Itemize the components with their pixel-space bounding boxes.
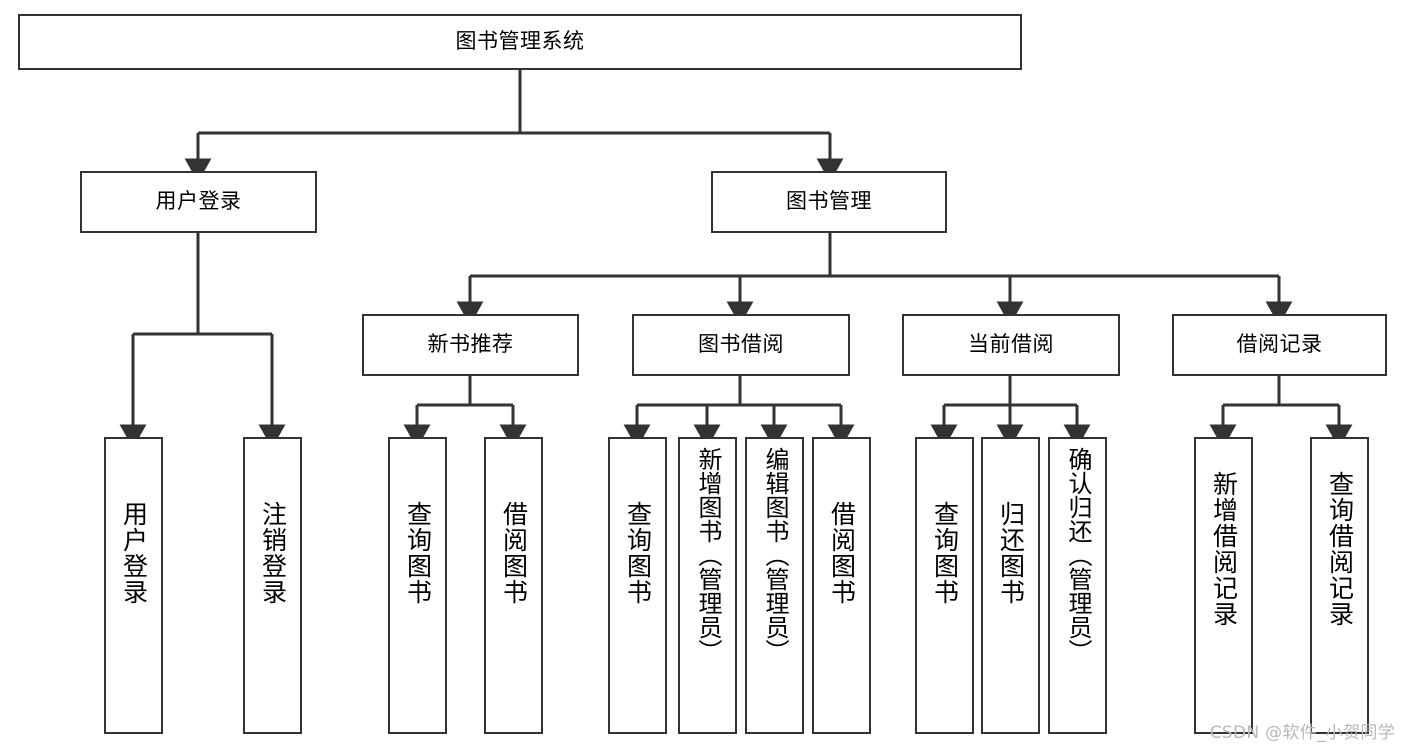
node-leaf-logout-label: 注销登录 — [258, 501, 288, 605]
node-leaf-borrow-book-1-label: 借阅图书 — [499, 501, 529, 605]
node-leaf-borrow-book-2[interactable]: 借阅图书 — [812, 437, 871, 734]
node-leaf-query-book-3-label: 查询图书 — [930, 501, 960, 605]
node-new-book-recommend-label: 新书推荐 — [427, 332, 514, 357]
node-leaf-query-book-3[interactable]: 查询图书 — [915, 437, 974, 734]
node-current-borrow[interactable]: 当前借阅 — [902, 314, 1120, 376]
node-leaf-query-borrow-record-label: 查询借阅记录 — [1325, 471, 1355, 627]
node-leaf-confirm-return-admin-label: 确认归还（管理员） — [1063, 447, 1092, 663]
node-leaf-borrow-book-2-label: 借阅图书 — [827, 501, 857, 605]
node-book-borrow[interactable]: 图书借阅 — [632, 314, 850, 376]
node-root-label: 图书管理系统 — [455, 29, 585, 54]
node-current-borrow-label: 当前借阅 — [968, 332, 1054, 357]
node-user-login-label: 用户登录 — [155, 189, 242, 214]
node-leaf-query-book-2-label: 查询图书 — [623, 501, 653, 605]
node-leaf-query-book-2[interactable]: 查询图书 — [608, 437, 667, 734]
node-leaf-confirm-return-admin[interactable]: 确认归还（管理员） — [1048, 437, 1107, 734]
node-leaf-borrow-book-1[interactable]: 借阅图书 — [484, 437, 543, 734]
node-book-management[interactable]: 图书管理 — [711, 171, 947, 233]
node-leaf-edit-book-admin-label: 编辑图书（管理员） — [760, 447, 789, 663]
watermark-text: CSDN @软件_小贺同学 — [1209, 723, 1395, 743]
node-leaf-query-book-1[interactable]: 查询图书 — [388, 437, 447, 734]
node-new-book-recommend[interactable]: 新书推荐 — [362, 314, 579, 376]
node-borrow-record-label: 借阅记录 — [1236, 332, 1323, 357]
node-borrow-record[interactable]: 借阅记录 — [1172, 314, 1387, 376]
node-leaf-user-login-label: 用户登录 — [119, 501, 149, 605]
node-leaf-return-book-label: 归还图书 — [996, 501, 1026, 605]
node-leaf-user-login[interactable]: 用户登录 — [104, 437, 163, 734]
node-leaf-add-borrow-record-label: 新增借阅记录 — [1209, 471, 1239, 627]
node-leaf-add-book-admin[interactable]: 新增图书（管理员） — [678, 437, 737, 734]
node-leaf-logout[interactable]: 注销登录 — [243, 437, 302, 734]
node-user-login[interactable]: 用户登录 — [80, 171, 317, 233]
node-leaf-query-borrow-record[interactable]: 查询借阅记录 — [1310, 437, 1369, 734]
node-leaf-return-book[interactable]: 归还图书 — [981, 437, 1040, 734]
node-leaf-add-borrow-record[interactable]: 新增借阅记录 — [1194, 437, 1253, 734]
node-root[interactable]: 图书管理系统 — [18, 14, 1022, 70]
node-leaf-edit-book-admin[interactable]: 编辑图书（管理员） — [745, 437, 804, 734]
node-book-borrow-label: 图书借阅 — [698, 332, 784, 357]
node-leaf-add-book-admin-label: 新增图书（管理员） — [693, 447, 722, 663]
node-book-management-label: 图书管理 — [786, 189, 872, 214]
node-leaf-query-book-1-label: 查询图书 — [403, 501, 433, 605]
